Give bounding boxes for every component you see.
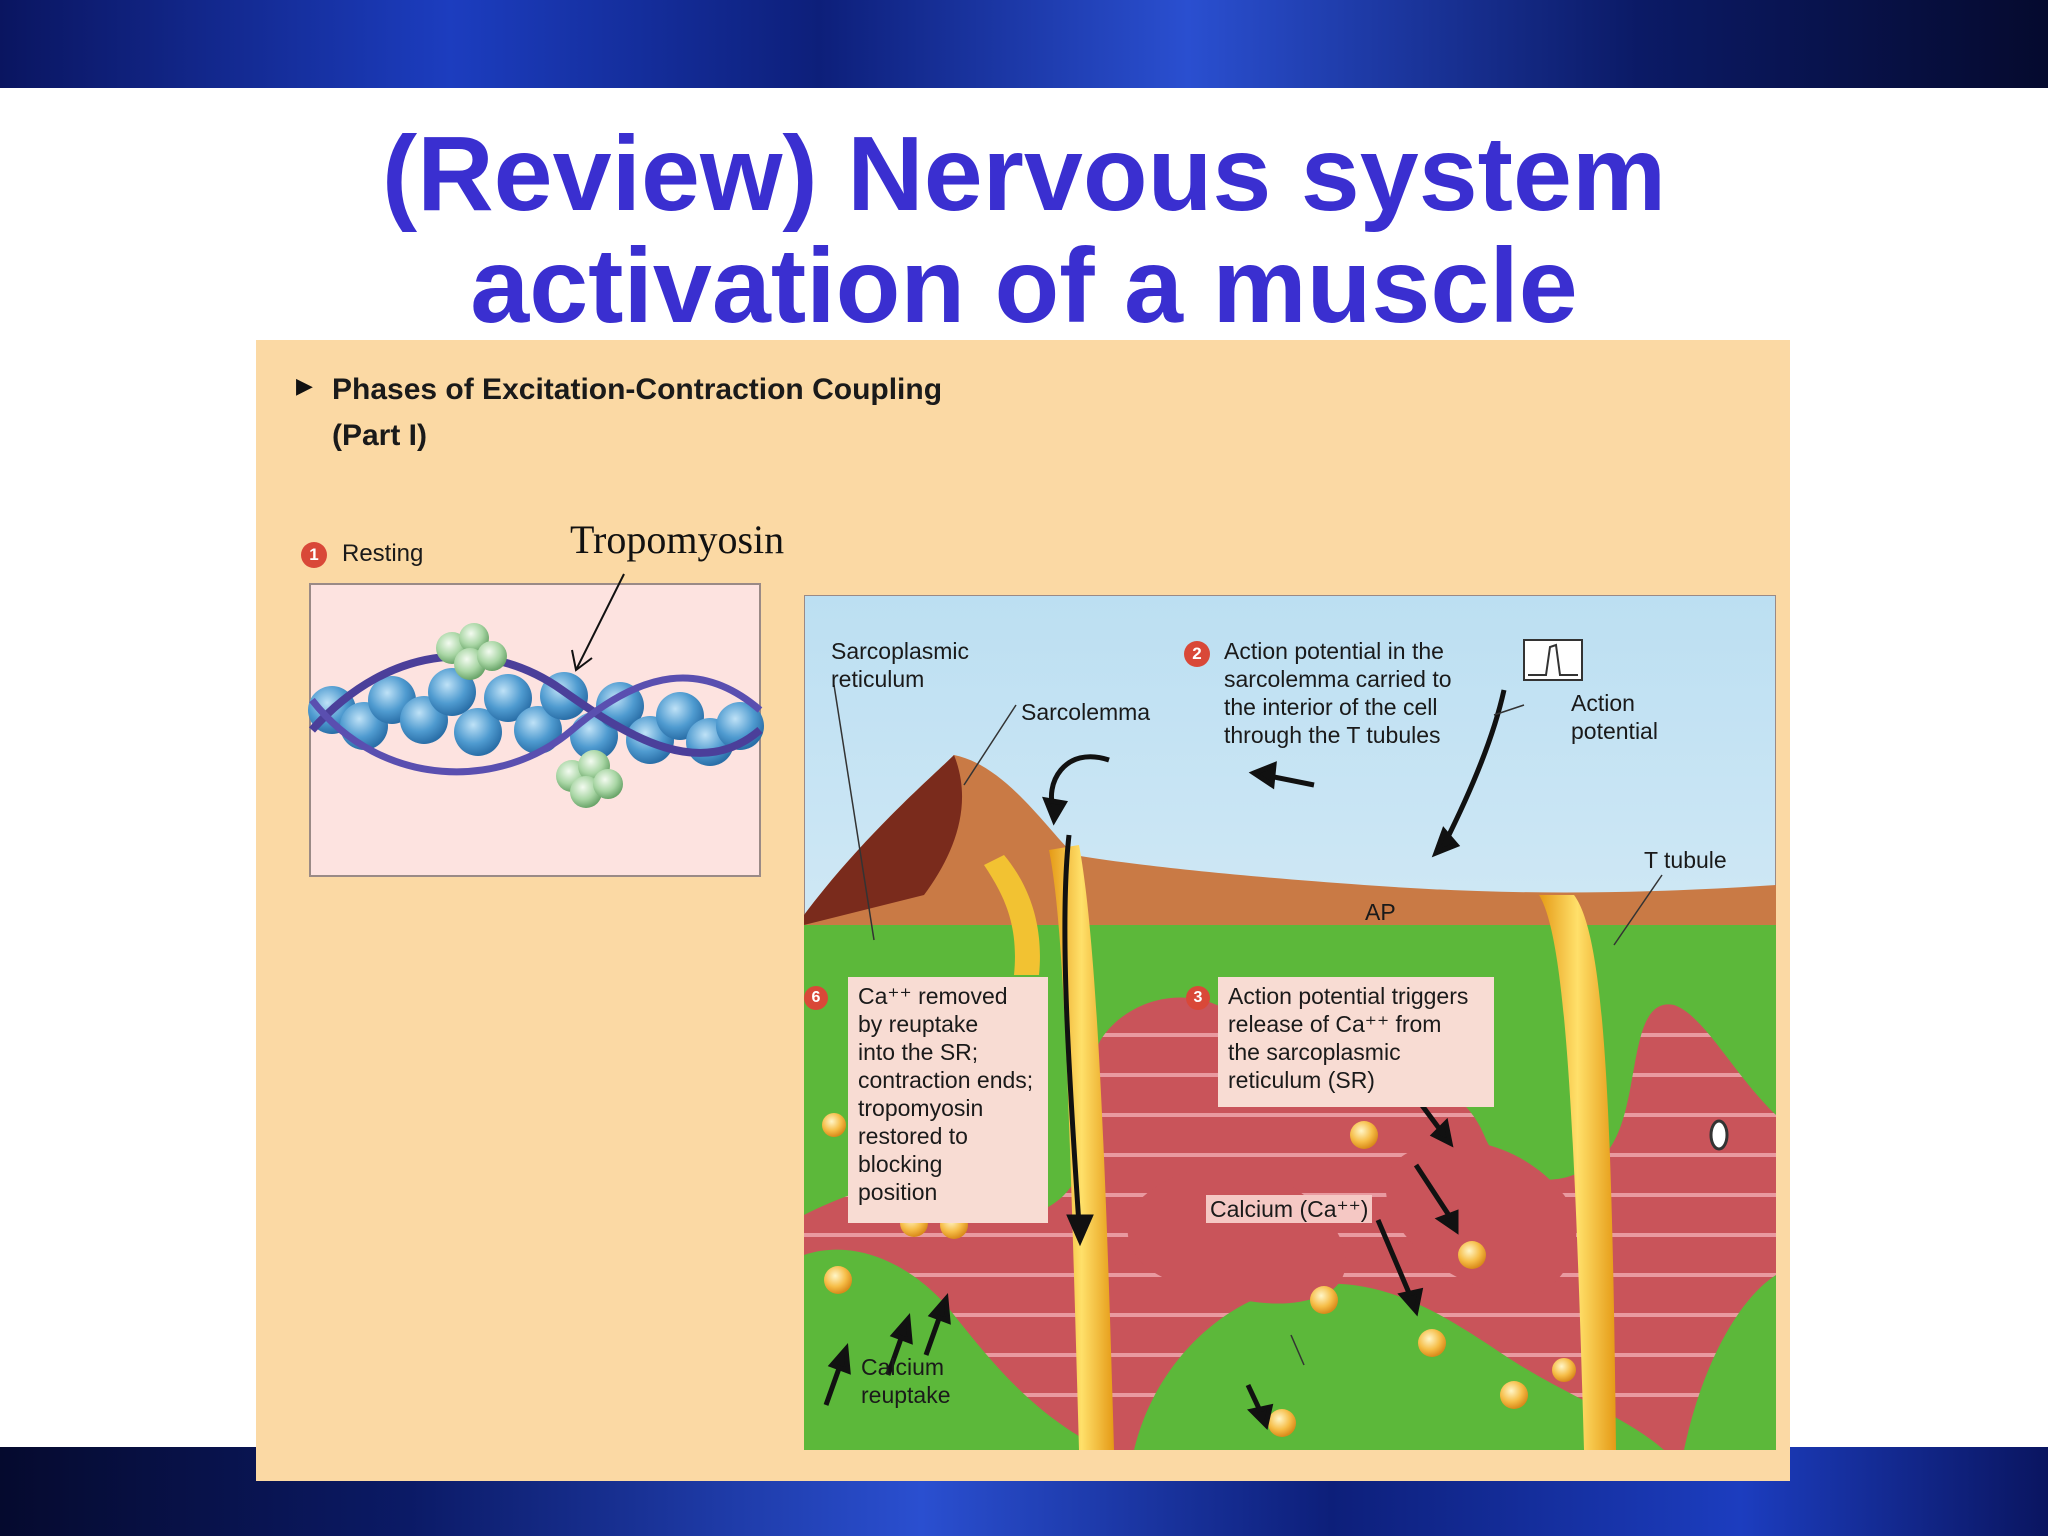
step-3-badge: 3 — [1186, 986, 1210, 1010]
ap-label: AP — [1365, 899, 1396, 925]
figure-heading-line-2: (Part I) — [332, 419, 428, 452]
tropomyosin-label: Tropomyosin — [570, 517, 785, 562]
t-tubule-right — [1539, 895, 1616, 1450]
label-leader-lines — [833, 684, 1663, 1366]
flow-arrows — [823, 689, 1507, 1430]
slide-title-line-2: activation of a muscle — [470, 227, 1578, 345]
tropomyosin-pointer-arrow — [571, 573, 625, 672]
muscle-fiber-cross-section — [804, 595, 1776, 1450]
calcium-reuptake-label: Calcium reuptake — [861, 1354, 951, 1408]
slide-title: (Review) Nervous system activation of a … — [0, 118, 2048, 342]
step-6-badge: 6 — [804, 986, 828, 1010]
t-tubule-opening — [1709, 1119, 1729, 1151]
step-2-description: Action potential in the sarcolemma carri… — [1224, 638, 1452, 748]
step-6-caption-box: Ca⁺⁺ removed by reuptake into the SR; co… — [848, 977, 1048, 1223]
excitation-contraction-figure: ▶ Phases of Excitation-Contraction Coupl… — [256, 340, 1790, 1481]
step-3-caption-box: Action potential triggers release of Ca⁺… — [1218, 977, 1494, 1107]
troponin-complex-top — [436, 623, 507, 680]
troponin-complex-bottom — [556, 750, 623, 808]
resting-actin-illustration — [308, 583, 764, 877]
tropomyosin-strand-a — [309, 652, 763, 757]
step-3-description: Action potential triggers release of Ca⁺… — [1228, 983, 1469, 1093]
step-1-badge: 1 — [301, 542, 327, 568]
top-decorative-band — [0, 0, 2048, 88]
tropomyosin-strand-b — [309, 674, 763, 776]
step-2-badge: 2 — [1184, 641, 1210, 667]
step-6-description: Ca⁺⁺ removed by reuptake into the SR; co… — [858, 983, 1034, 1205]
figure-heading-line-1: Phases of Excitation-Contraction Couplin… — [332, 373, 943, 406]
action-potential-label: Action potential — [1571, 690, 1658, 744]
action-potential-trace-icon — [1523, 639, 1583, 681]
play-triangle-icon: ▶ — [296, 373, 313, 398]
sarcolemma-surface — [804, 755, 1776, 935]
slide-title-line-1: (Review) Nervous system — [381, 115, 1667, 233]
sarcolemma-label: Sarcolemma — [1021, 699, 1151, 725]
t-tubule-label: T tubule — [1644, 847, 1727, 873]
calcium-label: Calcium (Ca⁺⁺) — [1206, 1195, 1373, 1223]
resting-label: Resting — [342, 540, 424, 567]
sarcoplasmic-reticulum-label: Sarcoplasmic reticulum — [831, 638, 970, 692]
